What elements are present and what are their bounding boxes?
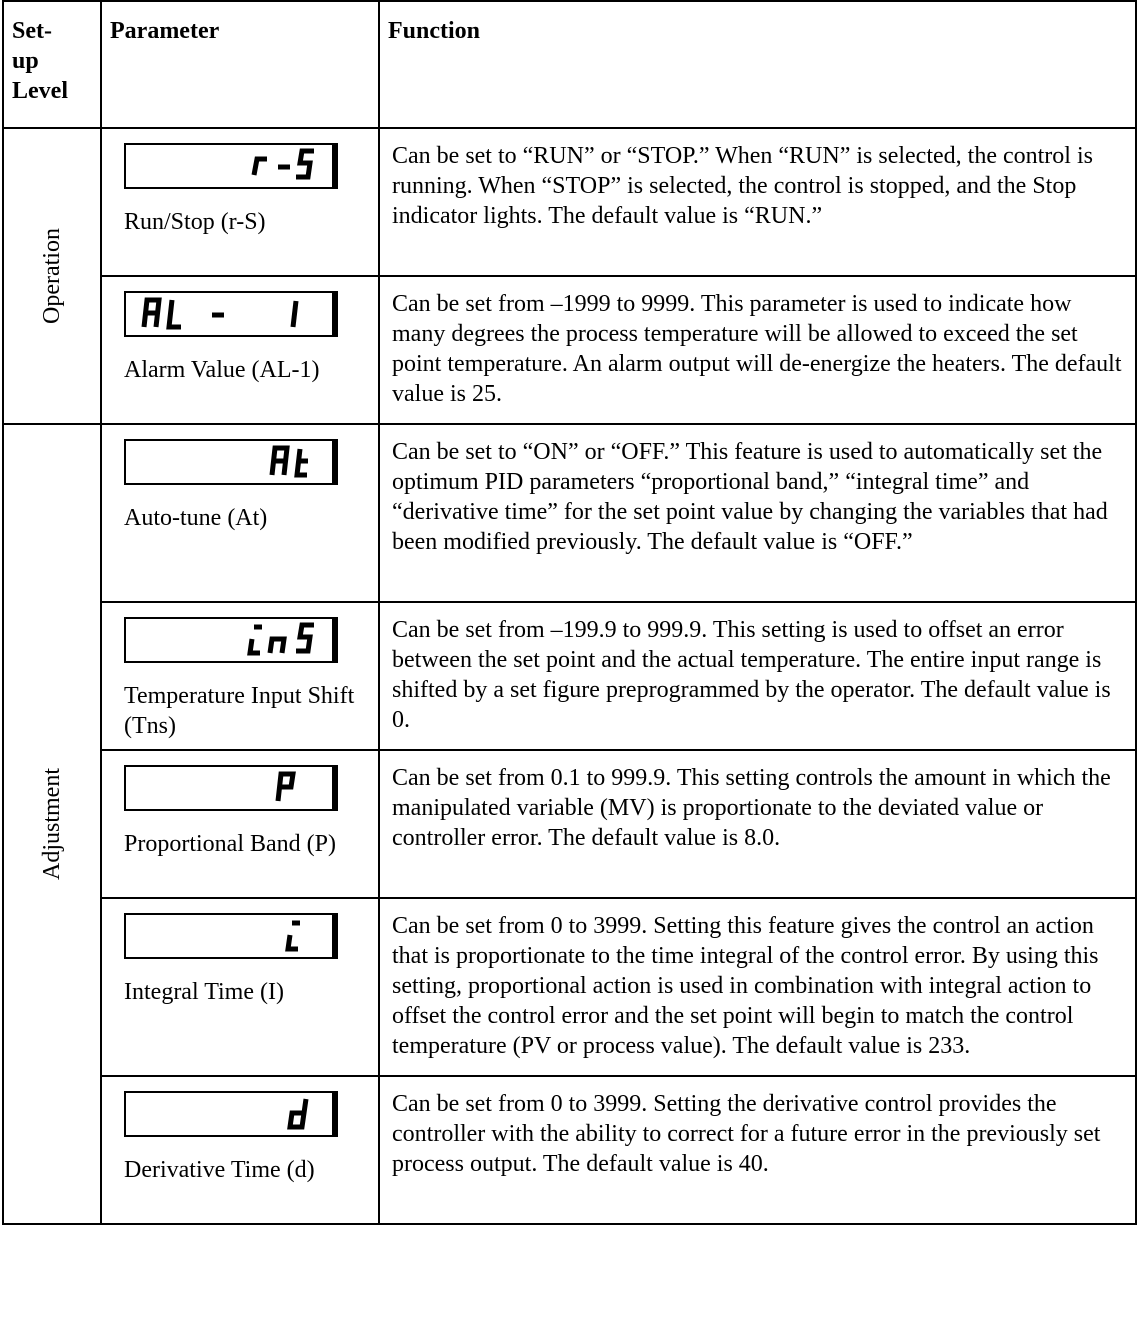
table-row: Temperature Input Shift (Tns) Can be set… [3,601,1137,751]
parameter-name: Auto-tune (At) [124,505,268,531]
table-row: Proportional Band (P) Can be set from 0.… [3,749,1137,899]
header-setup-level: Set-up Level [2,0,102,129]
function-cell: Can be set from 0 to 3999. Setting the d… [378,1075,1137,1225]
table-row: Operation Run/Stop (r-S) Can be set to “… [2,127,1137,425]
level-label: Adjustment [39,768,65,880]
parameter-cell: Alarm Value (AL-1) [100,275,380,425]
level-label: Operation [39,228,65,324]
lcd-display-d [124,1091,338,1137]
parameter-cell: Auto-tune (At) [100,423,380,603]
header-function: Function [378,0,1137,129]
lcd-display-i [124,913,338,959]
function-cell: Can be set from 0.1 to 999.9. This setti… [378,749,1137,899]
parameter-cell: Derivative Time (d) [100,1075,380,1225]
setup-level-adjustment: Adjustment [2,423,102,1225]
lcd-display-at [124,439,338,485]
table-row: Derivative Time (d) Can be set from 0 to… [3,1075,1137,1225]
function-cell: Can be set to “ON” or “OFF.” This featur… [378,423,1137,603]
function-cell: Can be set from –1999 to 9999. This para… [378,275,1137,425]
parameter-cell: Integral Time (I) [100,897,380,1077]
setup-level-operation: Operation [2,127,102,425]
parameter-name: Derivative Time (d) [124,1157,315,1183]
parameter-name: Alarm Value (AL-1) [124,357,320,383]
parameter-cell: Run/Stop (r-S) [100,127,380,277]
parameter-name: Temperature Input Shift (Tns) [124,683,355,739]
lcd-display-al-1 [124,291,338,337]
function-cell: Can be set to “RUN” or “STOP.” When “RUN… [378,127,1137,277]
parameter-name: Integral Time (I) [124,979,284,1005]
parameter-name: Proportional Band (P) [124,831,336,857]
table-row: Alarm Value (AL-1) Can be set from –1999… [3,275,1137,425]
lcd-display-p [124,765,338,811]
parameter-name: Run/Stop (r-S) [124,209,266,235]
lcd-display-r-s [124,143,338,189]
table-row: Integral Time (I) Can be set from 0 to 3… [3,897,1137,1077]
header-parameter: Parameter [100,0,380,129]
header-row: Set-up Level Parameter Function [2,0,1137,129]
parameter-cell: Temperature Input Shift (Tns) [100,601,380,751]
parameter-cell: Proportional Band (P) [100,749,380,899]
function-cell: Can be set from 0 to 3999. Setting this … [378,897,1137,1077]
function-cell: Can be set from –199.9 to 999.9. This se… [378,601,1137,751]
parameter-table: Set-up Level Parameter Function Operatio… [2,0,1137,1225]
table-row: Adjustment Auto-tune (At) Can be set to … [2,423,1137,1225]
lcd-display-tns [124,617,338,663]
